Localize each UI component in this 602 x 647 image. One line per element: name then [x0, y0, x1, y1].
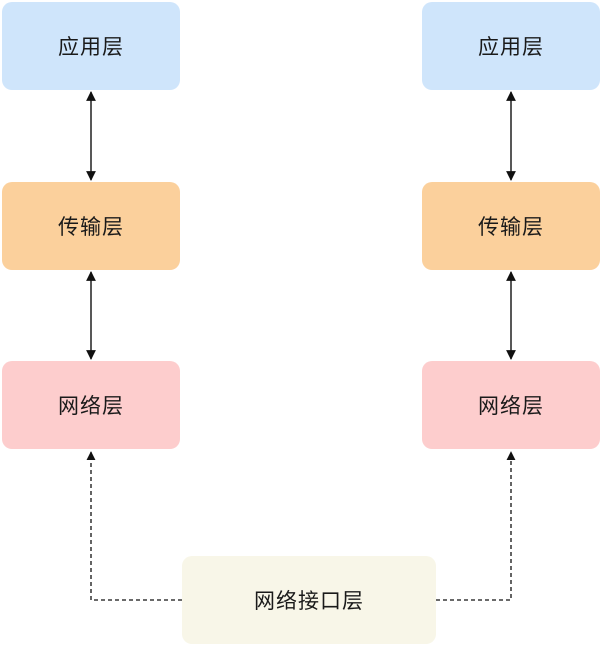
right-transport-layer-box: 传输层 — [422, 182, 600, 270]
right-interface-network-dashed-arrow — [436, 451, 516, 601]
left-transport-layer-box: 传输层 — [2, 182, 180, 270]
network-interface-layer-box: 网络接口层 — [182, 556, 436, 644]
right-network-layer-box: 网络层 — [422, 361, 600, 449]
left-transport-layer-label: 传输层 — [58, 215, 124, 239]
right-application-layer-label: 应用层 — [478, 35, 544, 59]
right-transport-layer-label: 传输层 — [478, 215, 544, 239]
network-interface-layer-label: 网络接口层 — [254, 589, 364, 613]
left-interface-network-dashed-arrow — [86, 451, 182, 601]
right-network-layer-label: 网络层 — [478, 394, 544, 418]
left-network-layer-box: 网络层 — [2, 361, 180, 449]
left-application-layer-label: 应用层 — [58, 35, 124, 59]
left-network-layer-label: 网络层 — [58, 394, 124, 418]
left-application-layer-box: 应用层 — [2, 2, 180, 90]
right-application-layer-box: 应用层 — [422, 2, 600, 90]
